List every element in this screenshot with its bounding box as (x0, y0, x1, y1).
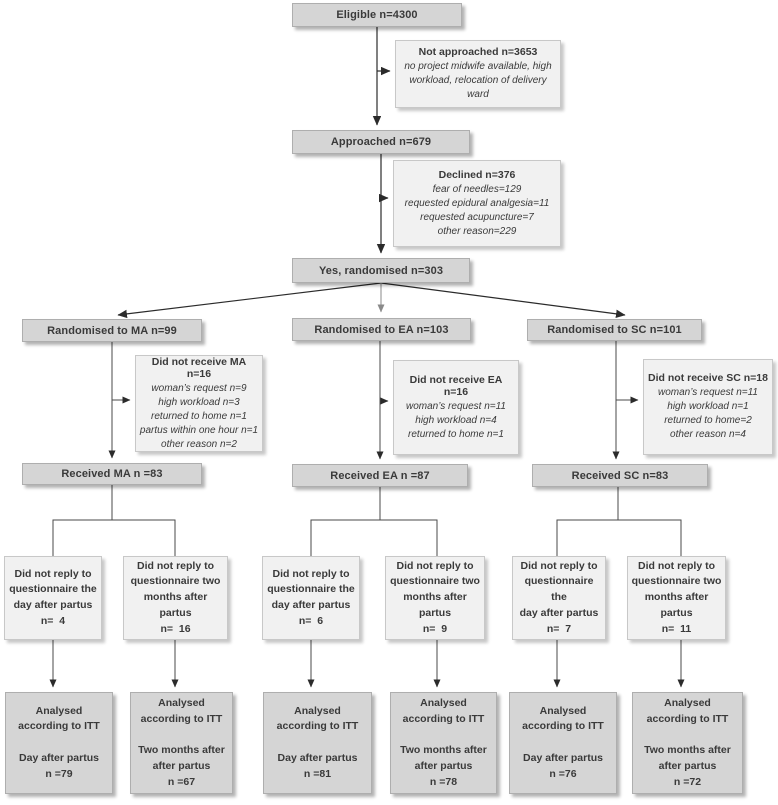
analysed-two-months-ma-box: Analysed according to ITT Two months aft… (130, 692, 233, 794)
no-reply-two-months-sc-text: Did not reply to questionnaire two month… (631, 559, 722, 635)
declined-reasons: fear of needles=129 requested epidural a… (404, 183, 550, 237)
randomised-sc-label: Randomised to SC n=101 (547, 324, 682, 336)
no-reply-day-ea-text: Did not reply to questionnaire the day a… (267, 567, 355, 627)
eligible-box: Eligible n=4300 (292, 3, 462, 27)
randomised-box: Yes, randomised n=303 (292, 258, 470, 283)
did-not-receive-sc-box: Did not receive SC n=18 woman’s request … (643, 359, 773, 455)
randomised-label: Yes, randomised n=303 (318, 264, 444, 277)
did-not-receive-ma-reasons: woman’s request n=9 high workload n=3 re… (139, 382, 259, 450)
no-reply-two-months-ea-text: Did not reply to questionnaire two month… (390, 559, 480, 635)
received-ea-box: Received EA n =87 (292, 464, 468, 487)
eligible-label: Eligible n=4300 (336, 9, 418, 21)
received-ma-label: Received MA n =83 (61, 468, 163, 480)
approached-box: Approached n=679 (292, 130, 470, 154)
randomised-ea-box: Randomised to EA n=103 (292, 318, 471, 341)
no-reply-two-months-ma-text: Did not reply to questionnaire two month… (130, 559, 221, 635)
analysed-two-months-ea-text: Analysed according to ITT Two months aft… (400, 696, 487, 788)
no-reply-day-sc-box: Did not reply to questionnaire the day a… (512, 556, 606, 640)
did-not-receive-ea-box: Did not receive EA n=16 woman’s request … (393, 360, 519, 455)
analysed-day-sc-box: Analysed according to ITT Day after part… (509, 692, 617, 794)
randomised-ea-label: Randomised to EA n=103 (314, 323, 449, 336)
received-sc-box: Received SC n=83 (532, 464, 708, 487)
randomised-ma-label: Randomised to MA n=99 (47, 324, 177, 337)
randomised-ma-box: Randomised to MA n=99 (22, 319, 202, 342)
no-reply-day-ea-box: Did not reply to questionnaire the day a… (262, 556, 360, 640)
not-approached-reasons: no project midwife available, high workl… (404, 61, 552, 100)
did-not-receive-ea-title: Did not receive EA n=16 (409, 373, 503, 398)
analysed-two-months-ea-box: Analysed according to ITT Two months aft… (390, 692, 497, 794)
did-not-receive-ea-reasons: woman’s request n=11 high workload n=4 r… (406, 400, 506, 440)
no-reply-two-months-ea-box: Did not reply to questionnaire two month… (385, 556, 485, 640)
did-not-receive-ma-box: Did not receive MA n=16 woman’s request … (135, 355, 263, 452)
analysed-day-ma-text: Analysed according to ITT Day after part… (18, 704, 100, 780)
no-reply-two-months-ma-box: Did not reply to questionnaire two month… (123, 556, 228, 640)
not-approached-box: Not approached n=3653 no project midwife… (395, 40, 561, 108)
not-approached-title: Not approached n=3653 (418, 46, 538, 58)
analysed-day-ea-box: Analysed according to ITT Day after part… (263, 692, 372, 794)
did-not-receive-sc-title: Did not receive SC n=18 (648, 372, 768, 384)
analysed-two-months-sc-text: Analysed according to ITT Two months aft… (644, 696, 731, 788)
received-sc-label: Received SC n=83 (571, 469, 669, 482)
declined-box: Declined n=376 fear of needles=129 reque… (393, 160, 561, 247)
no-reply-two-months-sc-box: Did not reply to questionnaire two month… (627, 556, 726, 640)
analysed-two-months-ma-text: Analysed according to ITT Two months aft… (138, 696, 225, 788)
analysed-day-ea-text: Analysed according to ITT Day after part… (276, 704, 359, 780)
did-not-receive-ma-title: Did not receive MA n=16 (151, 355, 247, 380)
did-not-receive-sc-reasons: woman’s request n=11 high workload n=1 r… (658, 387, 758, 440)
analysed-two-months-sc-box: Analysed according to ITT Two months aft… (632, 692, 743, 794)
no-reply-day-sc-text: Did not reply to questionnaire the day a… (519, 559, 599, 635)
received-ma-box: Received MA n =83 (22, 463, 202, 485)
approached-label: Approached n=679 (330, 136, 432, 148)
no-reply-day-ma-box: Did not reply to questionnaire the day a… (4, 556, 102, 640)
no-reply-day-ma-text: Did not reply to questionnaire the day a… (9, 567, 97, 627)
received-ea-label: Received EA n =87 (330, 469, 430, 482)
analysed-day-ma-box: Analysed according to ITT Day after part… (5, 692, 113, 794)
analysed-day-sc-text: Analysed according to ITT Day after part… (522, 704, 604, 780)
declined-title: Declined n=376 (438, 168, 516, 181)
randomised-sc-box: Randomised to SC n=101 (527, 319, 702, 341)
